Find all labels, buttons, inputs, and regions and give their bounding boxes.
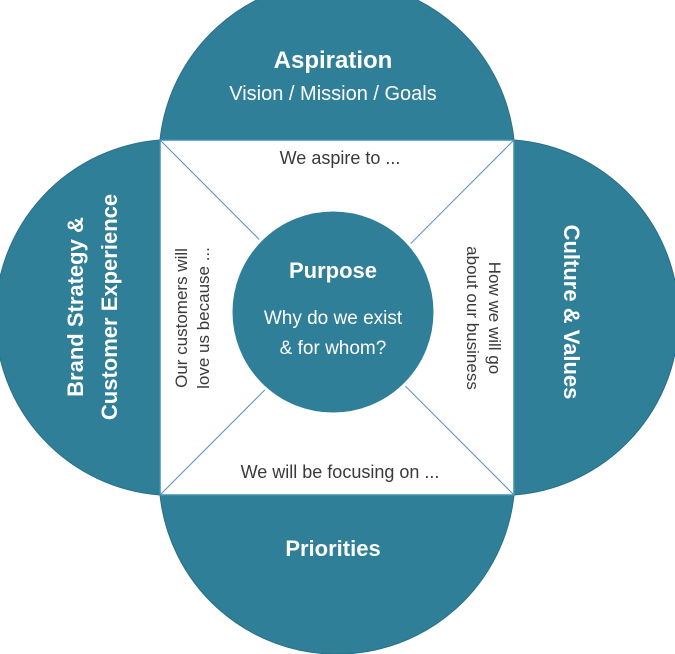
culture-values-lobe [513, 139, 675, 496]
right-triangle-text: How we will go about our business [463, 246, 504, 390]
top-triangle-text: We aspire to ... [280, 148, 401, 168]
brand-strategy-line1: Brand Strategy & [63, 217, 88, 397]
left-triangle-line2: love us because ... [194, 247, 213, 389]
purpose-line1: Why do we exist [264, 308, 403, 329]
left-triangle-line1: Our customers will [172, 248, 191, 388]
purpose-title: Purpose [289, 258, 377, 283]
aspiration-title: Aspiration [274, 47, 393, 74]
right-triangle-line2: about our business [463, 246, 482, 390]
purpose-circle [229, 208, 437, 416]
priorities-lobe [159, 494, 515, 654]
aspiration-lobe [159, 0, 515, 141]
bottom-triangle-text: We will be focusing on ... [241, 462, 440, 482]
left-triangle-text: Our customers will love us because ... [172, 247, 213, 389]
right-triangle-line1: How we will go [485, 262, 504, 374]
brand-strategy-label: Brand Strategy & Customer Experience [63, 194, 122, 420]
purpose-line2: & for whom? [280, 338, 387, 359]
brand-strategy-lobe [0, 139, 161, 496]
aspiration-subtitle: Vision / Mission / Goals [229, 83, 437, 105]
culture-values-label: Culture & Values [559, 225, 584, 400]
culture-values-title: Culture & Values [559, 225, 584, 400]
brand-strategy-line2: Customer Experience [97, 194, 122, 420]
priorities-title: Priorities [285, 536, 380, 561]
